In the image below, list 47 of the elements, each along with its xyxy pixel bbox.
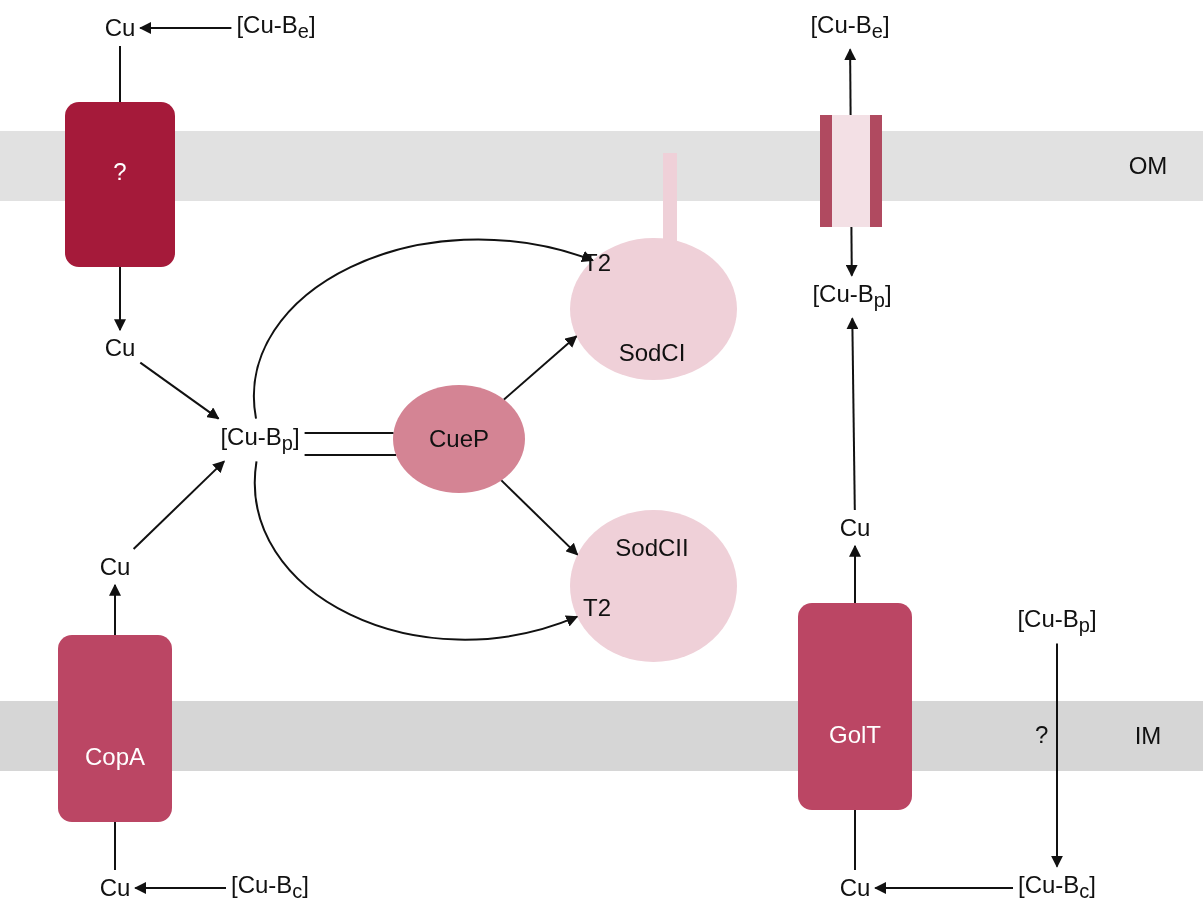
arrow bbox=[846, 317, 859, 511]
species-label: [Cu-B$_{p}$] bbox=[812, 279, 892, 315]
species-label: Cu bbox=[839, 874, 871, 902]
protein-name: T2 bbox=[583, 594, 611, 622]
species-label: [Cu-B$_{e}$] bbox=[810, 10, 890, 46]
transporter-box bbox=[58, 635, 172, 822]
connector-line bbox=[303, 454, 397, 456]
species-label: [Cu-B$_{c}$] bbox=[231, 870, 309, 906]
species-label: [Cu-B$_{c}$] bbox=[1018, 870, 1096, 906]
arrow bbox=[139, 361, 220, 420]
species-label: [Cu-B$_{p}$] bbox=[220, 422, 300, 458]
arrow bbox=[845, 226, 858, 277]
arrow bbox=[134, 882, 227, 894]
arrow bbox=[132, 460, 226, 550]
protein-name: CopA bbox=[85, 743, 145, 771]
arrow bbox=[874, 882, 1014, 894]
arrow bbox=[254, 460, 579, 641]
arrow bbox=[1051, 642, 1063, 868]
connector-line bbox=[114, 821, 116, 871]
connector-line bbox=[119, 45, 121, 103]
porin-channel bbox=[820, 115, 882, 227]
transporter-box bbox=[798, 603, 912, 810]
membrane-label: OM bbox=[1128, 152, 1168, 180]
species-label: Cu bbox=[99, 553, 131, 581]
arrow bbox=[500, 479, 579, 556]
connector-line bbox=[854, 809, 856, 871]
membrane-label: IM bbox=[1134, 722, 1162, 750]
species-label: Cu bbox=[99, 874, 131, 902]
protein-name: GolT bbox=[829, 721, 881, 749]
transporter-box bbox=[65, 102, 175, 267]
arrow bbox=[114, 266, 126, 332]
species-label: Cu bbox=[839, 514, 871, 542]
species-label: [Cu-B$_{p}$] bbox=[1017, 604, 1097, 640]
protein-name: ? bbox=[113, 158, 127, 186]
species-label: Cu bbox=[104, 14, 136, 42]
arrow bbox=[253, 238, 594, 420]
arrow bbox=[849, 544, 861, 604]
protein-name: SodCII bbox=[615, 534, 689, 562]
arrow bbox=[503, 335, 578, 401]
species-label: Cu bbox=[104, 334, 136, 362]
protein-name: CueP bbox=[429, 425, 489, 453]
arrow bbox=[139, 22, 233, 34]
arrow bbox=[109, 583, 121, 636]
protein-name: SodCI bbox=[618, 339, 686, 367]
connector-line bbox=[303, 432, 395, 434]
species-label: [Cu-B$_{e}$] bbox=[236, 10, 316, 46]
arrow bbox=[844, 48, 857, 116]
